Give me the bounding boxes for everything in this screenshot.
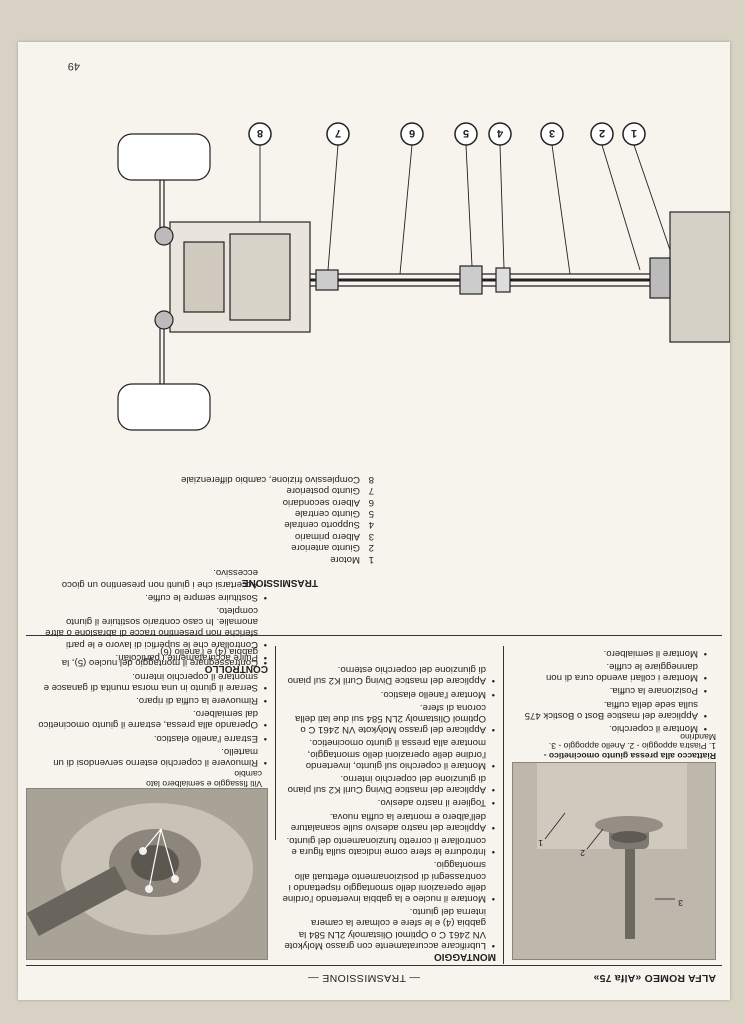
list-item: Applicare del mastice Bost o Bostick 475… xyxy=(512,698,698,721)
rear-wheel-top xyxy=(117,383,211,431)
legend-row: 4Supporto centrale xyxy=(284,519,374,531)
brand-title: ALFA ROMEO «Alfa 75» xyxy=(593,972,716,984)
legend-row: 6Albero secondario xyxy=(282,496,374,508)
manual-page: ALFA ROMEO «Alfa 75» — TRASMISSIONE — MO… xyxy=(18,42,730,1000)
list-item: Montare l'anello elastico. xyxy=(282,688,486,700)
montaggio-continued: Montare il coperchio. Applicare del mast… xyxy=(512,646,708,734)
column-divider-right xyxy=(275,646,276,840)
list-item: Introdurre le sfere come indicato sulla … xyxy=(282,835,486,857)
joint-photo-caption: Viti fissaggio e semialbero lato cambio xyxy=(146,769,262,789)
legend-row: 1Motore xyxy=(330,553,374,565)
section-title: — TRASMISSIONE — xyxy=(307,972,420,984)
callout-3: 3 xyxy=(678,898,683,908)
list-item: Applicare del nastro adesivo sulle scana… xyxy=(282,810,486,833)
controllo-intro: Rimuovere il coperchio esterno servendos… xyxy=(32,644,268,768)
callout-label-4: 4 xyxy=(496,127,503,139)
controllo-intro-list: Rimuovere il coperchio esterno servendos… xyxy=(32,646,268,768)
montaggio-heading: MONTAGGIO xyxy=(433,951,496,962)
legend-row: 8Complessivo frizione, cambio differenzi… xyxy=(181,473,374,485)
column-divider-left xyxy=(503,646,504,964)
list-item: Montare il coperchio. xyxy=(512,723,698,734)
montaggio-list: Lubrificare accuratamente con grasso Mol… xyxy=(282,664,496,951)
legend-row: 5Giunto centrale xyxy=(294,507,374,519)
rotated-page-content: ALFA ROMEO «Alfa 75» — TRASMISSIONE — MO… xyxy=(18,42,730,1000)
page-number: 49 xyxy=(67,60,80,72)
list-item: Rimuovere il coperchio esterno servendos… xyxy=(32,746,258,768)
list-item: Posizionare la cuffia. xyxy=(512,685,698,696)
drivetrain-diagram: 1 2 3 4 5 6 7 8 xyxy=(117,122,730,431)
callout-label-1: 1 xyxy=(631,127,637,139)
legend-row: 3Albero primario xyxy=(294,530,374,542)
list-item: Contrassegnare il montaggio del nucleo (… xyxy=(32,646,258,668)
list-item: Montare i collari avendo cura di non dan… xyxy=(512,661,698,683)
montaggio-section: MONTAGGIO Lubrificare accuratamente con … xyxy=(282,662,496,962)
list-item: Montare il semialbero. xyxy=(512,648,698,659)
montaggio-list-continued: Montare il coperchio. Applicare del mast… xyxy=(512,648,708,734)
legend-row: 2Giunto anteriore xyxy=(291,542,374,554)
list-item: Lubrificare accuratamente con grasso Mol… xyxy=(282,906,486,951)
list-item: Applicare del mastice Diving Curil K2 su… xyxy=(282,664,486,686)
list-item: Applicare del grasso Molykote VN 2461 C … xyxy=(282,702,486,735)
diagram-linework xyxy=(117,133,730,431)
trasmissione-heading: TRASMISSIONE xyxy=(241,577,318,588)
callout-label-8: 8 xyxy=(257,127,263,139)
press-tool-caption: Riattacco alla pressa giunto omocinetico… xyxy=(514,731,716,761)
section-rule xyxy=(26,635,722,636)
joint-photo xyxy=(26,788,268,960)
diagram-callouts xyxy=(248,122,671,275)
list-item: Togliere il nastro adesivo. xyxy=(282,797,486,808)
list-item: Estrarre l'anello elastico. xyxy=(32,732,258,744)
joint-illustration xyxy=(26,789,267,959)
callout-2: 2 xyxy=(580,848,585,858)
callout-label-7: 7 xyxy=(335,127,341,139)
page-header: ALFA ROMEO «Alfa 75» — TRASMISSIONE — xyxy=(18,968,730,984)
callout-label-6: 6 xyxy=(409,127,415,139)
press-tool-photo: 3 2 1 xyxy=(512,762,716,960)
list-item: Applicare del mastice Diving Curil K2 su… xyxy=(282,773,486,795)
caption-title: Riattacco alla pressa giunto omocinetico… xyxy=(543,751,716,761)
trasmissione-legend: TRASMISSIONE 1Motore 2Giunto anteriore 3… xyxy=(94,473,374,588)
list-item: Operando alla pressa, estrarre il giunto… xyxy=(32,708,258,730)
list-item: Rimuovere la cuffia di riparo. xyxy=(32,695,258,706)
list-item: Serrare il giunto in una morsa munita di… xyxy=(32,670,258,693)
legend-row: 7Giunto posteriore xyxy=(286,485,374,497)
header-rule xyxy=(26,965,722,966)
caption-body: 1. Piastra appoggio - 2. Anello appoggio… xyxy=(548,731,716,752)
callout-label-5: 5 xyxy=(463,127,469,139)
press-tool-illustration xyxy=(513,763,715,959)
callout-label-3: 3 xyxy=(549,127,555,139)
list-item: Montare il nucleo e la gabbia invertendo… xyxy=(282,859,486,904)
callout-label-2: 2 xyxy=(599,127,605,139)
callout-1: 1 xyxy=(538,838,543,848)
list-item: Montare il coperchio sul giunto, inverte… xyxy=(282,737,486,770)
rear-wheel-bottom xyxy=(117,133,211,181)
